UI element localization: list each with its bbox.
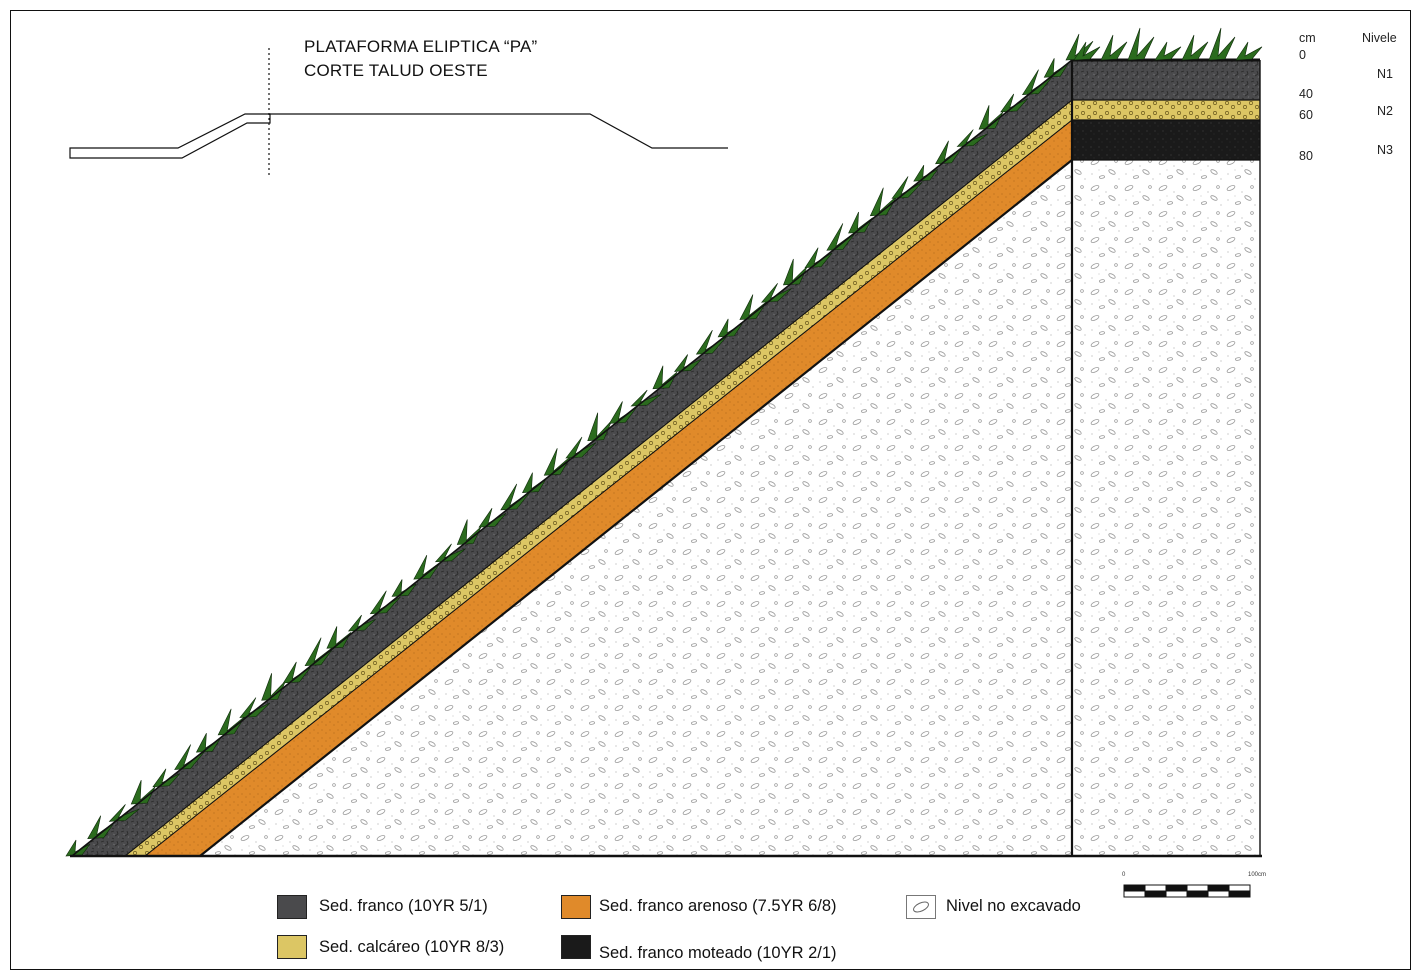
slope-base-line xyxy=(199,159,1073,857)
grass-tuft xyxy=(1181,34,1209,61)
legend-swatch-calcareo xyxy=(277,935,307,959)
grass-tuft xyxy=(978,105,1004,130)
grass-tuft xyxy=(565,436,597,459)
legend-label-moteado: Sed. franco moteado (10YR 2/1) xyxy=(599,944,837,962)
grass-tuft xyxy=(239,697,271,718)
grass-tuft xyxy=(674,354,702,372)
level-header-label: Nivele xyxy=(1362,31,1397,45)
legend-swatch-moteado xyxy=(561,935,591,959)
depth-tick-label: 60 xyxy=(1299,108,1313,122)
grass-tuft xyxy=(956,129,988,147)
scale-bar xyxy=(1123,884,1251,898)
depth-unit-label: cm xyxy=(1299,31,1316,45)
legend-label-arenoso: Sed. franco arenoso (7.5YR 6/8) xyxy=(599,897,837,915)
legend-label-no-excavado: Nivel no excavado xyxy=(946,897,1081,915)
inset-profile-sketch xyxy=(69,48,728,176)
depth-tick-label: 0 xyxy=(1299,48,1306,62)
level-label: N3 xyxy=(1377,143,1393,157)
grass-tuft xyxy=(434,543,466,563)
depth-tick-label: 80 xyxy=(1299,149,1313,163)
grass-tuft xyxy=(587,412,613,442)
scale-bar-end-label: 100cm xyxy=(1248,872,1267,878)
grass-tuft xyxy=(347,614,376,632)
grass-tuft xyxy=(108,804,140,822)
grass-tuft xyxy=(739,294,768,320)
grass-tuft xyxy=(1208,27,1236,61)
grass-tuft xyxy=(413,554,442,580)
legend-swatch-no-excavado xyxy=(906,895,936,919)
legend-label-calcareo: Sed. calcáreo (10YR 8/3) xyxy=(319,938,505,956)
grass-tuft xyxy=(1100,34,1128,61)
legend-swatch-franco xyxy=(277,895,307,919)
grass-tuft xyxy=(1235,41,1263,61)
grass-tuft xyxy=(261,673,286,701)
diagram-title-line-1: PLATAFORMA ELIPTICA “PA” xyxy=(304,37,538,56)
pebble-icon xyxy=(913,901,929,913)
slope-surface-line xyxy=(71,59,1073,857)
grass-tuft xyxy=(130,779,156,805)
grass-tuft xyxy=(782,258,808,286)
grass-tuft xyxy=(1154,41,1182,61)
legend-swatch-arenoso xyxy=(561,895,591,919)
grass-tuft xyxy=(1073,41,1101,61)
depth-tick-label: 40 xyxy=(1299,87,1313,101)
grass-tuft xyxy=(760,283,792,303)
grass-tuft xyxy=(630,389,662,407)
grass-tuft xyxy=(217,708,246,736)
grass-tuft xyxy=(304,637,336,666)
grass-tuft xyxy=(456,519,482,545)
grass-tuft xyxy=(869,187,898,217)
grass-tuft xyxy=(1127,27,1155,61)
legend-label-franco: Sed. franco (10YR 5/1) xyxy=(319,897,488,915)
grass-vegetation xyxy=(65,27,1263,857)
grass-tuft xyxy=(848,211,873,234)
level-label: N2 xyxy=(1377,104,1393,118)
grass-tuft xyxy=(543,448,572,476)
diagram-title-line-2: CORTE TALUD OESTE xyxy=(304,61,488,80)
grass-tuft xyxy=(652,365,678,390)
scale-bar-start-label: 0 xyxy=(1122,872,1126,878)
level-label: N1 xyxy=(1377,67,1393,81)
grass-tuft xyxy=(326,626,352,649)
profile-column xyxy=(1070,58,1261,856)
